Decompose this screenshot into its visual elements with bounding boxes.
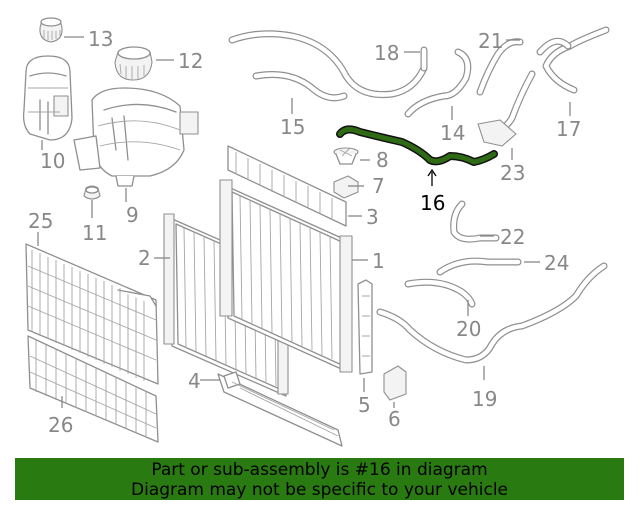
part-5-bracket	[357, 279, 373, 375]
part-label-2: 2	[138, 246, 151, 270]
part-label-1: 1	[372, 249, 385, 273]
part-7-clip	[333, 175, 359, 199]
banner-line-1: Part or sub-assembly is #16 in diagram	[151, 460, 488, 480]
hose-19	[376, 262, 608, 364]
info-banner: Part or sub-assembly is #16 in diagram D…	[15, 458, 624, 500]
part-label-4: 4	[188, 369, 201, 393]
part-label-20: 20	[456, 317, 481, 341]
part-8-grommet	[333, 147, 359, 165]
part-label-16: 16	[420, 191, 445, 215]
part-label-11: 11	[82, 221, 107, 245]
leader-lines	[37, 36, 571, 408]
part-label-15: 15	[280, 115, 305, 139]
hose-23	[477, 70, 536, 147]
part-label-23: 23	[500, 161, 525, 185]
part-label-12: 12	[178, 49, 203, 73]
part-9-expansion-tank	[73, 87, 199, 187]
part-1-radiator	[219, 179, 353, 373]
part-label-22: 22	[500, 225, 525, 249]
part-label-17: 17	[556, 117, 581, 141]
part-label-19: 19	[472, 387, 497, 411]
part-12-cap	[114, 46, 153, 81]
part-label-8: 8	[376, 148, 389, 172]
hose-15	[252, 71, 348, 102]
hose-14	[404, 48, 472, 118]
part-label-21: 21	[478, 29, 503, 53]
part-4-air-guide	[217, 371, 343, 447]
part-label-25: 25	[28, 209, 53, 233]
part-13-cap	[39, 17, 63, 43]
part-label-13: 13	[88, 27, 113, 51]
part-label-7: 7	[372, 174, 385, 198]
part-label-9: 9	[126, 203, 139, 227]
part-25-grille	[25, 243, 159, 385]
part-10-reservoir	[22, 55, 73, 141]
banner-line-2: Diagram may not be specific to your vehi…	[130, 480, 508, 500]
hose-22	[450, 200, 500, 243]
part-3-bracket	[227, 145, 347, 227]
part-26-grille	[27, 335, 159, 443]
part-6-bracket	[383, 365, 407, 401]
part-label-26: 26	[48, 413, 73, 437]
part-16-highlighted-hose	[336, 125, 498, 166]
part-labels: 13 12 10 9 11 25 2 1 3 4 5 6 26 8 7 15 1…	[28, 27, 581, 437]
part-label-24: 24	[544, 251, 569, 275]
part-label-3: 3	[366, 205, 379, 229]
part-label-14: 14	[440, 121, 465, 145]
part-label-5: 5	[358, 393, 371, 417]
part-label-18: 18	[374, 41, 399, 65]
part-label-10: 10	[40, 149, 65, 173]
hose-21	[476, 38, 524, 96]
hose-18	[228, 30, 428, 99]
hose-17	[536, 26, 610, 94]
part-label-6: 6	[388, 407, 401, 431]
hose-20	[404, 278, 476, 308]
part-11-mount	[83, 185, 101, 200]
hose-24	[436, 257, 522, 276]
